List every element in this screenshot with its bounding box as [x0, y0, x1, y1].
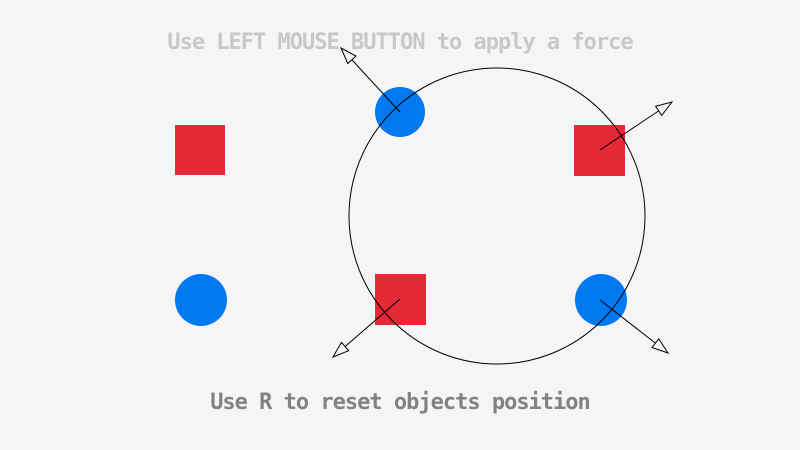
- boundary-circle: [348, 67, 646, 365]
- force-arrow-head-3: [651, 337, 670, 354]
- force-arrow-line-1: [599, 110, 659, 151]
- force-arrow-head-1: [654, 101, 674, 117]
- force-arrow-head-0: [339, 46, 357, 65]
- physics-object-red-square-bottom[interactable]: [375, 274, 426, 325]
- force-arrow-line-2: [344, 298, 401, 347]
- instruction-apply-force: Use LEFT MOUSE BUTTON to apply a force: [167, 30, 633, 55]
- force-arrow-line-0: [351, 59, 401, 113]
- force-arrow-head-2: [331, 341, 350, 359]
- instruction-reset-objects: Use R to reset objects position: [210, 390, 591, 415]
- force-arrow-line-3: [599, 299, 656, 344]
- physics-object-red-square-left[interactable]: [175, 125, 225, 175]
- physics-object-blue-circle-right[interactable]: [575, 274, 627, 326]
- physics-object-blue-circle-left[interactable]: [175, 274, 227, 326]
- physics-object-red-square-right[interactable]: [574, 125, 625, 176]
